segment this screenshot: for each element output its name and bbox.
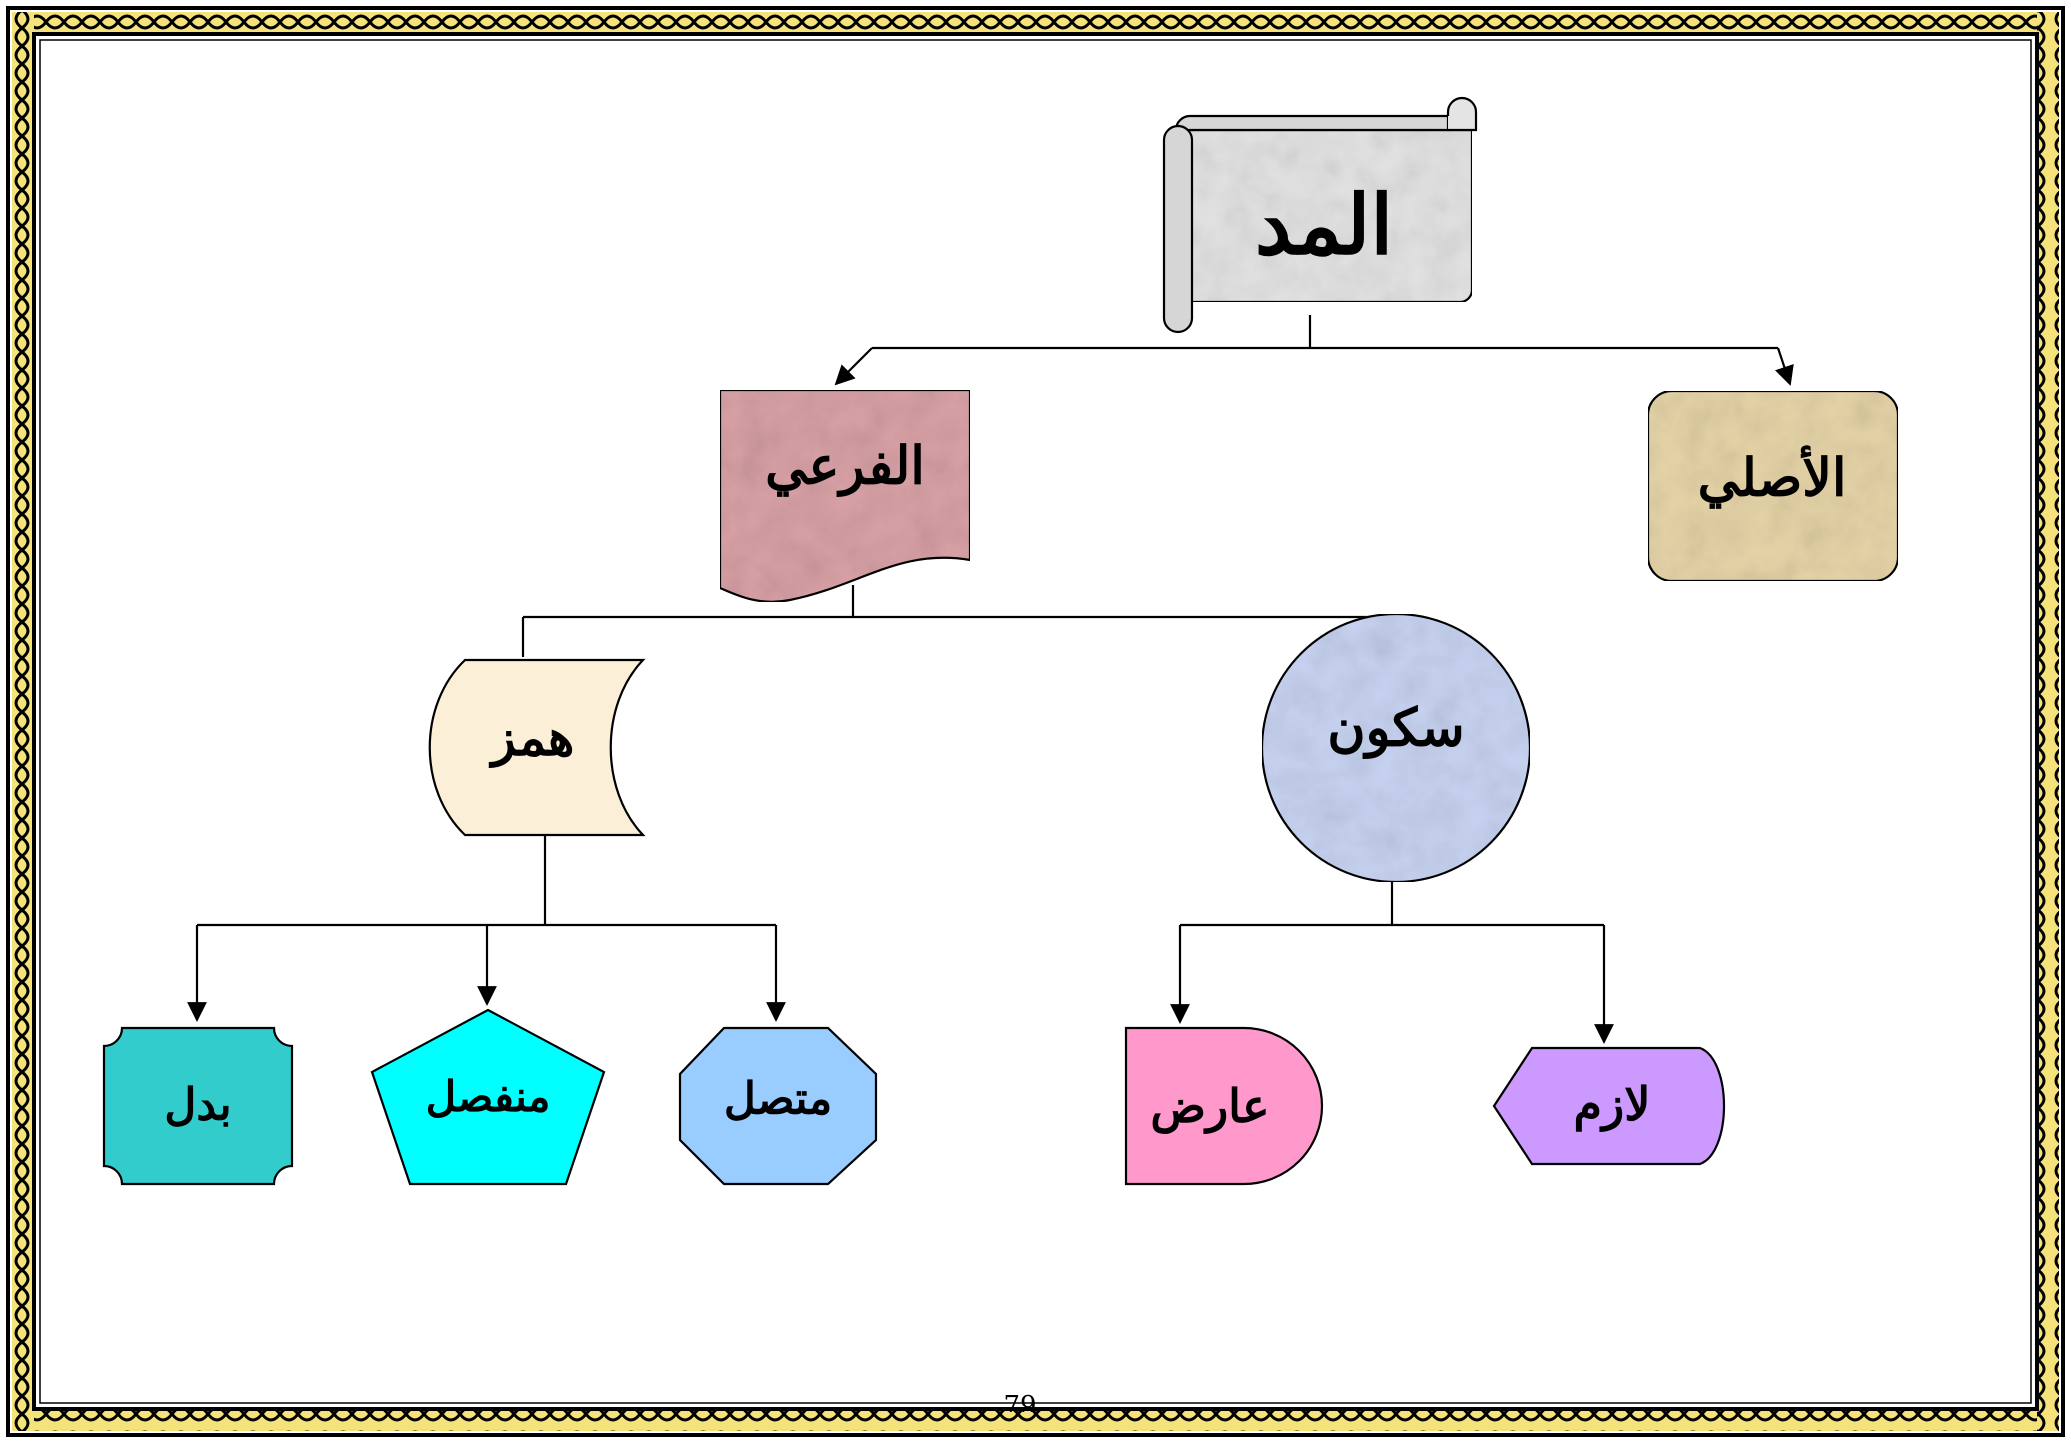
page-number: 79 bbox=[1003, 1391, 1036, 1421]
hamz-label: همز bbox=[489, 708, 575, 768]
root-node: المد bbox=[1162, 96, 1478, 334]
munfasil-node: منفصل bbox=[370, 1008, 606, 1186]
lazim-node: لازم bbox=[1492, 1046, 1725, 1166]
root-label: المد bbox=[1255, 177, 1393, 273]
arid-label: عارض bbox=[1150, 1079, 1269, 1134]
page-border bbox=[6, 6, 2065, 1437]
connectors bbox=[187, 315, 1794, 1044]
hamz-node: همز bbox=[428, 658, 646, 837]
muttasil-node: متصل bbox=[678, 1026, 878, 1186]
badal-node: بدل bbox=[102, 1026, 294, 1186]
lazim-label: لازم bbox=[1574, 1077, 1651, 1132]
munfasil-label: منفصل bbox=[426, 1072, 551, 1121]
muttasil-label: متصل bbox=[724, 1074, 832, 1125]
sukun-label: سكون bbox=[1327, 698, 1464, 760]
asli-label: الأصلي bbox=[1698, 445, 1847, 510]
far3i-node: الفرعي bbox=[718, 388, 972, 603]
far3i-label: الفرعي bbox=[765, 436, 925, 498]
badal-label: بدل bbox=[164, 1080, 231, 1131]
asli-node: الأصلي bbox=[1646, 389, 1900, 583]
arid-node: عارض bbox=[1124, 1026, 1324, 1186]
page-number-clip: 79 bbox=[1003, 1391, 1036, 1421]
sukun-node: سكون bbox=[1260, 612, 1532, 884]
